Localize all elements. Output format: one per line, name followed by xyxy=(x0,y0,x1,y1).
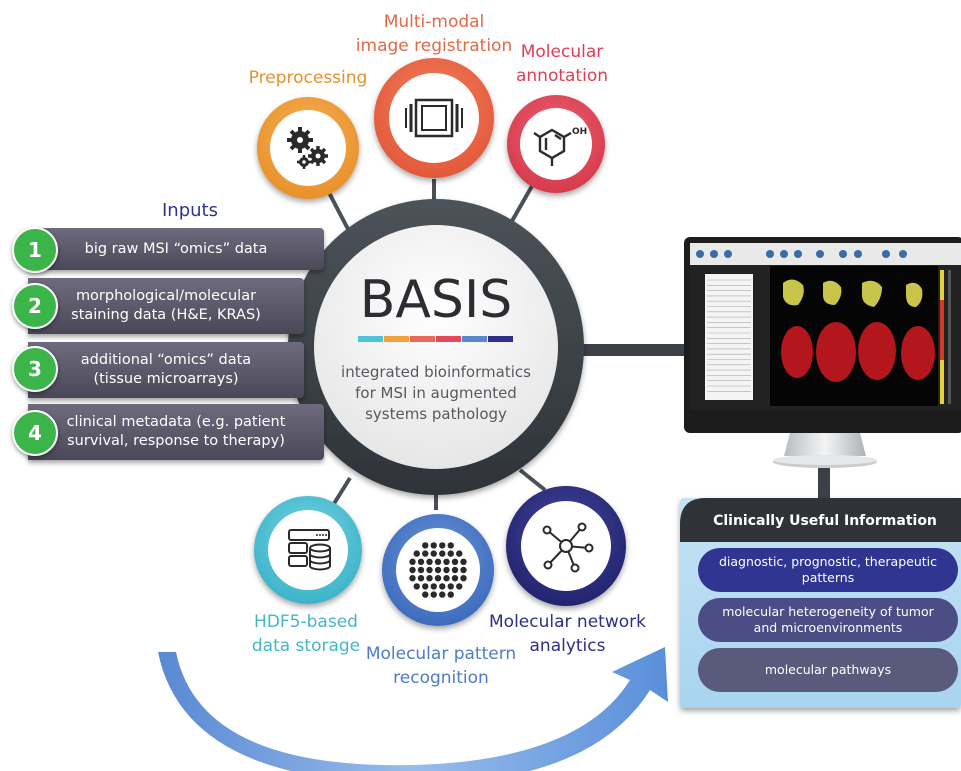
data-list-panel xyxy=(705,274,753,400)
gears-icon xyxy=(287,127,328,169)
label-preprocessing: Preprocessing xyxy=(248,68,368,88)
input-item: clinical metadata (e.g. patient survival… xyxy=(28,404,324,460)
color-stripes xyxy=(358,336,513,342)
basis-hub-inner xyxy=(314,225,558,469)
module-pattern xyxy=(382,514,494,626)
input-item: morphological/molecular staining data (H… xyxy=(28,278,304,334)
monitor xyxy=(684,237,961,468)
color-stripe xyxy=(358,336,383,342)
input-text: survival, response to therapy) xyxy=(67,433,285,449)
input-text: additional “omics” data xyxy=(80,352,252,368)
output-header: Clinically Useful Information xyxy=(713,513,937,529)
network-icon xyxy=(542,522,594,573)
input-text: big raw MSI “omics” data xyxy=(84,240,268,257)
module-annotation: OH xyxy=(507,95,605,193)
input-number-badge: 4 xyxy=(12,410,58,456)
basis-title: BASIS xyxy=(359,270,513,330)
oh-label: OH xyxy=(572,127,587,137)
input-text: morphological/molecular xyxy=(75,288,257,304)
module-network xyxy=(506,486,626,606)
tumor-3d-images xyxy=(783,279,923,307)
monitor-stand xyxy=(784,433,866,456)
color-stripe xyxy=(410,336,435,342)
database-icon xyxy=(288,529,331,571)
input-text: (tissue microarrays) xyxy=(93,371,239,387)
inputs-heading: Inputs xyxy=(162,200,218,221)
color-stripe xyxy=(384,336,409,342)
color-stripe xyxy=(488,336,513,342)
module-preprocessing xyxy=(257,97,359,199)
input-number-badge: 3 xyxy=(12,346,58,392)
input-number-badge: 1 xyxy=(12,227,58,273)
layers-icon xyxy=(405,98,463,138)
input-text: staining data (H&E, KRAS) xyxy=(71,307,261,323)
color-stripe xyxy=(436,336,461,342)
input-item: big raw MSI “omics” data xyxy=(28,228,324,270)
toolbar-icons xyxy=(696,250,907,258)
module-storage xyxy=(254,496,362,604)
input-item: additional “omics” data (tissue microarr… xyxy=(28,342,304,398)
hub-monitor-connector xyxy=(576,344,686,356)
tissue-heatmaps xyxy=(781,322,935,382)
molecule-icon xyxy=(533,128,572,166)
dot-grid-icon xyxy=(409,542,467,598)
color-stripe xyxy=(462,336,487,342)
monitor-info-connector xyxy=(818,468,830,502)
input-text: clinical metadata (e.g. patient xyxy=(66,414,286,430)
output-item: molecular pathways xyxy=(698,648,958,692)
input-number-badge: 2 xyxy=(12,283,58,329)
module-registration xyxy=(374,58,494,178)
